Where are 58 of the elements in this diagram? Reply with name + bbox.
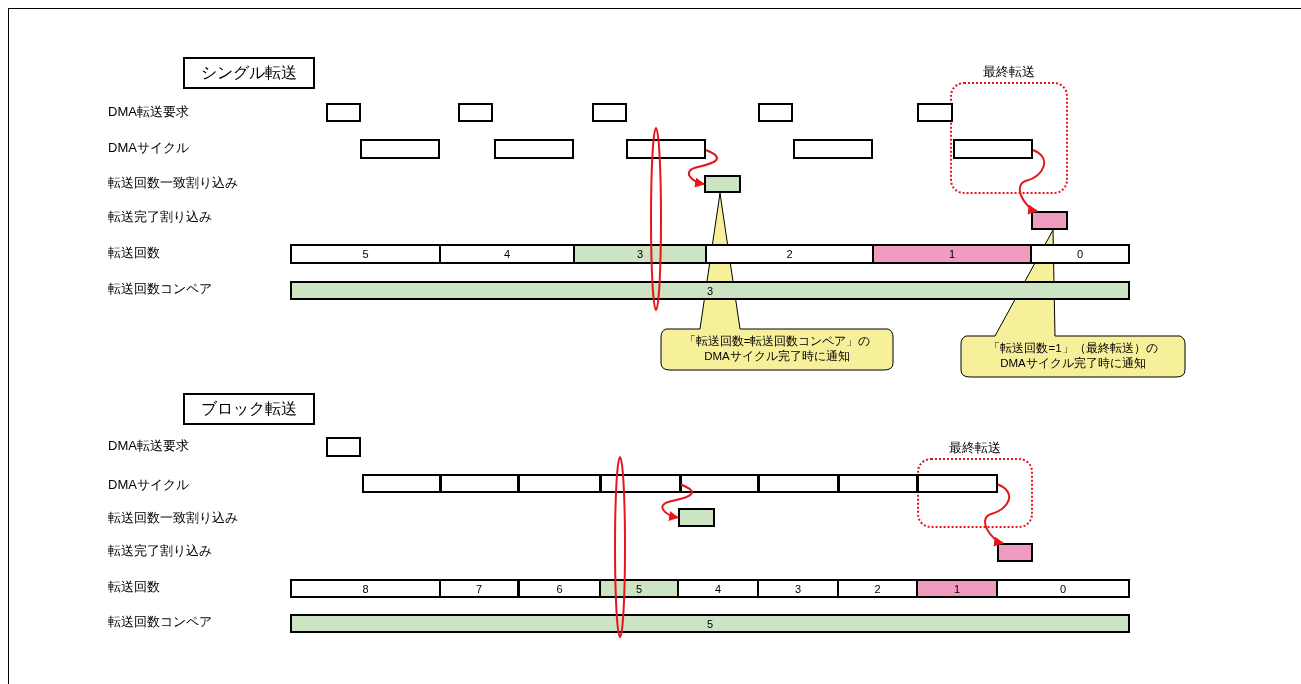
counter-segment: 0 (1030, 244, 1130, 264)
row-label: DMA転送要求 (108, 104, 189, 120)
frame-heading: 最終転送 (948, 439, 1002, 457)
request-pulse (917, 103, 953, 122)
cycle-pulse (494, 139, 574, 159)
counter-segment: 4 (439, 244, 575, 264)
row-label: 転送回数 (108, 579, 160, 595)
counter-segment: 3 (290, 281, 1130, 300)
cycle-pulse (953, 139, 1033, 159)
counter-segment: 1 (916, 579, 998, 598)
curved-arrow (1018, 149, 1046, 214)
cycle-pulse (600, 474, 681, 493)
counter-segment: 6 (518, 579, 601, 598)
cycle-pulse (360, 139, 440, 159)
row-label: 転送回数 (108, 245, 160, 261)
interrupt-pulse (1031, 211, 1068, 230)
interrupt-pulse (997, 543, 1033, 562)
interrupt-pulse (678, 508, 715, 527)
row-label: 転送回数コンペア (108, 614, 212, 630)
row-label: DMAサイクル (108, 140, 189, 156)
row-label: DMAサイクル (108, 477, 189, 493)
request-pulse (758, 103, 793, 122)
cycle-pulse (362, 474, 441, 493)
request-pulse (458, 103, 493, 122)
cycle-pulse (838, 474, 918, 493)
counter-segment: 5 (290, 244, 441, 264)
cycle-pulse (793, 139, 873, 159)
counter-segment: 3 (757, 579, 839, 598)
counter-segment: 0 (996, 579, 1130, 598)
cycle-pulse (626, 139, 706, 159)
request-pulse (326, 103, 361, 122)
request-pulse (326, 437, 361, 457)
counter-segment: 5 (599, 579, 679, 598)
row-label: 転送回数コンペア (108, 281, 212, 297)
frame-heading: 最終転送 (982, 63, 1036, 81)
interrupt-pulse (704, 175, 741, 193)
cycle-pulse (917, 474, 998, 493)
counter-segment: 2 (705, 244, 874, 264)
row-label: 転送完了割り込み (108, 209, 212, 225)
counter-segment: 5 (290, 614, 1130, 633)
counter-segment: 1 (872, 244, 1032, 264)
section-title-box: シングル転送 (183, 57, 315, 89)
curved-arrow (984, 483, 1011, 546)
cycle-pulse (518, 474, 601, 493)
cycle-pulse (440, 474, 519, 493)
row-label: DMA転送要求 (108, 438, 189, 454)
counter-segment: 3 (573, 244, 707, 264)
counter-segment: 2 (837, 579, 918, 598)
row-label: 転送回数一致割り込み (108, 175, 238, 191)
counter-segment: 7 (439, 579, 519, 598)
request-pulse (592, 103, 627, 122)
section-title-box: ブロック転送 (183, 393, 315, 425)
counter-segment: 8 (290, 579, 441, 598)
row-label: 転送回数一致割り込み (108, 510, 238, 526)
counter-segment: 4 (677, 579, 759, 598)
cycle-pulse (758, 474, 839, 493)
row-label: 転送完了割り込み (108, 543, 212, 559)
cycle-pulse (680, 474, 759, 493)
